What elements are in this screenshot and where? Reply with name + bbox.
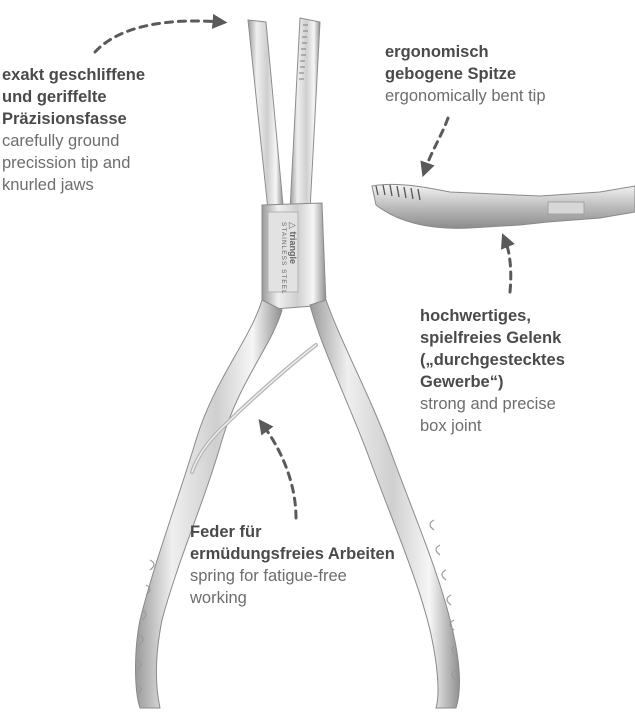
label-en: knurled jaws	[2, 176, 94, 194]
label-de: Feder für	[190, 523, 262, 541]
label-de: gebogene Spitze	[385, 65, 517, 83]
arrow-tip-precision	[93, 13, 228, 54]
label-de: spielfreies Gelenk	[420, 329, 562, 347]
bent-tip-side-view	[371, 183, 635, 229]
handle-right	[309, 299, 460, 709]
label-de: exakt geschliffene	[2, 66, 146, 84]
label-de: ergonomisch	[385, 43, 489, 61]
pliers-jaw-right	[289, 17, 321, 211]
pliers-jaw-left	[247, 19, 284, 211]
label-de: Gewerbe“)	[420, 373, 504, 391]
handle-right-grip	[429, 519, 457, 681]
label-de: ermüdungsfreies Arbeiten	[190, 545, 395, 563]
callout-bent-tip: ergonomisch gebogene Spitze ergonomicall…	[385, 41, 625, 107]
label-de: und geriffelte	[2, 88, 107, 106]
label-en: precission tip and	[2, 154, 131, 172]
callout-box-joint: hochwertiges, spielfreies Gelenk („durch…	[420, 305, 630, 437]
label-en: strong and precise	[420, 395, 556, 413]
brand-engraving: △ triangle STAINLESS STEEL	[278, 222, 298, 302]
label-en: working	[190, 589, 247, 607]
label-de: hochwertiges,	[420, 307, 531, 325]
label-en: box joint	[420, 417, 482, 435]
side-view-knurl	[375, 184, 421, 201]
label-en: carefully ground	[2, 132, 120, 150]
side-view-joint	[547, 201, 585, 215]
brand-plate	[267, 211, 299, 293]
label-en: spring for fatigue-free	[190, 567, 347, 585]
label-de: Präzisionsfasse	[2, 110, 127, 128]
callout-spring: Feder für ermüdungsfreies Arbeiten sprin…	[190, 521, 430, 609]
brand-engraving-text: STAINLESS STEEL	[280, 222, 287, 295]
triangle-logo-icon: △	[288, 222, 298, 229]
callout-arrows	[93, 13, 515, 520]
arrow-spring	[258, 418, 298, 520]
handle-left	[135, 299, 283, 709]
knurled-jaw-marks	[299, 24, 308, 80]
arrow-box-joint	[500, 233, 515, 294]
callout-tip-precision: exakt geschliffene und geriffelte Präzis…	[2, 64, 202, 196]
label-de: („durchgestecktes	[420, 351, 565, 369]
label-en: ergonomically bent tip	[385, 87, 546, 105]
brand-logo-text: triangle	[288, 231, 298, 264]
arrow-bent-tip	[420, 116, 450, 178]
handle-left-grip	[136, 559, 155, 696]
